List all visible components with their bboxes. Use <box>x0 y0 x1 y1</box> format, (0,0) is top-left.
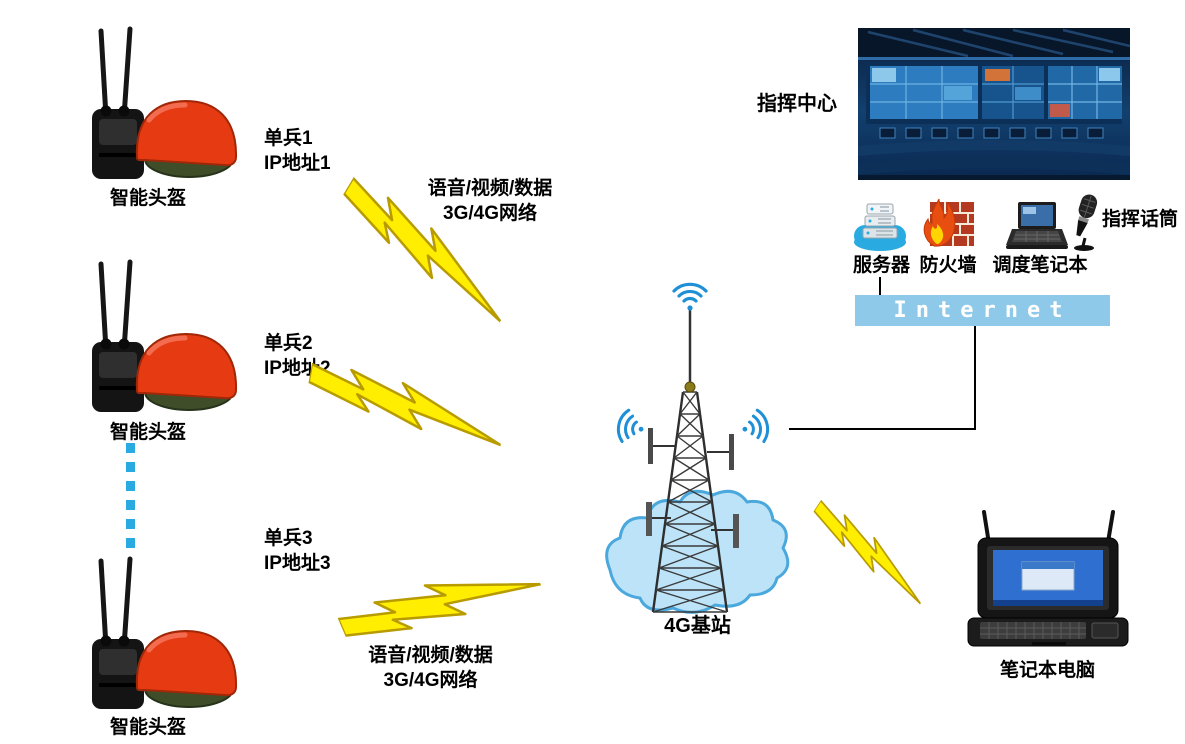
base-station-label: 4G基站 <box>664 615 731 637</box>
smart-helmet-icon <box>75 258 240 420</box>
dispatch-laptop-label: 调度笔记本 <box>992 255 1088 276</box>
lightning-bolt-icon <box>301 354 510 458</box>
mast-ball <box>684 381 696 393</box>
connector-line <box>789 428 976 430</box>
firewall-icon <box>923 198 974 247</box>
lightning-bolt-icon <box>798 495 942 612</box>
helmet-label: 智能头盔 <box>109 717 186 738</box>
sector-antenna <box>729 434 734 470</box>
soldier-name: 单兵2 <box>264 333 313 354</box>
wifi-signal-icon <box>742 408 770 443</box>
soldier-ip: IP地址1 <box>264 153 331 174</box>
helmet-label: 智能头盔 <box>109 422 186 443</box>
internet-bar: Internet <box>855 295 1110 326</box>
smart-helmet-icon <box>75 555 240 717</box>
wifi-signal-icon <box>616 408 644 443</box>
link-label-bottom: 语音/视频/数据 3G/4G网络 <box>368 645 493 691</box>
field-laptop-icon <box>967 510 1129 647</box>
soldier-name: 单兵1 <box>264 128 313 149</box>
server-label: 服务器 <box>853 255 911 276</box>
sector-antenna <box>648 428 653 464</box>
link-label-top: 语音/视频/数据 3G/4G网络 <box>427 178 553 224</box>
sector-antenna <box>733 514 739 548</box>
command-center-label: 指挥中心 <box>757 93 837 115</box>
microphone-icon <box>1074 194 1098 251</box>
helmet-label: 智能头盔 <box>109 188 186 209</box>
smart-helmet-icon <box>75 25 240 187</box>
soldier-3-label: 单兵3 IP地址3 <box>264 526 331 576</box>
field-laptop-label: 笔记本电脑 <box>999 660 1095 681</box>
ellipsis-dotted-line <box>126 443 135 549</box>
connector-line <box>879 277 881 295</box>
soldier-1-label: 单兵1 IP地址1 <box>264 126 331 176</box>
command-center-photo <box>858 28 1130 180</box>
soldier-ip: IP地址3 <box>264 553 331 574</box>
wifi-signal-icon <box>672 282 708 311</box>
server-icon <box>854 203 906 251</box>
dispatch-laptop-icon <box>1006 202 1068 249</box>
sector-antenna <box>646 502 652 536</box>
soldier-name: 单兵3 <box>264 528 313 549</box>
command-mic-label: 指挥话筒 <box>1102 209 1179 230</box>
firewall-label: 防火墙 <box>919 255 977 276</box>
connector-line <box>974 326 976 430</box>
base-station-icon <box>605 282 790 614</box>
